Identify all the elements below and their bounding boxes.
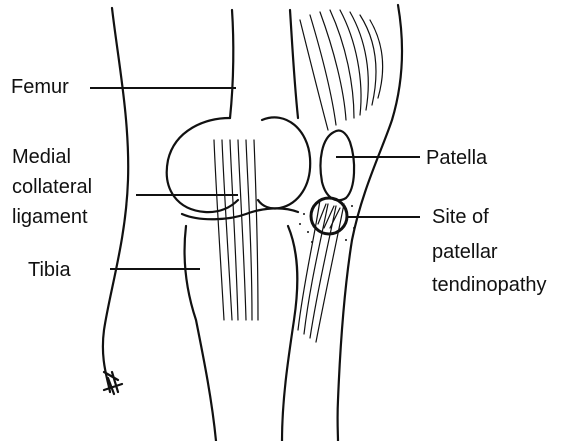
medial-femoral-condyle	[167, 118, 238, 212]
joint-line	[182, 208, 298, 219]
tendinopathy-hatching	[318, 204, 340, 228]
lateral-femoral-condyle	[258, 117, 310, 208]
label-site-line1: Site of	[432, 205, 489, 229]
label-medial-collateral-ligament-line1: Medial	[12, 145, 71, 169]
label-medial-collateral-ligament-line3: ligament	[12, 205, 88, 229]
label-site-line2: patellar	[432, 240, 498, 264]
label-site-line3: tendinopathy	[432, 273, 547, 297]
leg-outline-left	[103, 8, 128, 392]
label-patella: Patella	[426, 146, 487, 170]
label-femur: Femur	[11, 75, 69, 99]
label-tibia: Tibia	[28, 258, 71, 282]
femur-shaft-left	[230, 10, 233, 118]
label-medial-collateral-ligament-line2: collateral	[12, 175, 92, 199]
medial-collateral-ligament-fibres	[214, 140, 258, 320]
tibia-plateau	[184, 226, 216, 441]
quadriceps-muscle-lines	[300, 10, 383, 130]
leg-outline-right	[338, 5, 402, 441]
patella-outline	[321, 130, 355, 200]
tibia-lateral-edge	[282, 226, 297, 441]
patellar-tendon-fibres	[298, 200, 344, 342]
femur-shaft-right	[290, 10, 298, 118]
